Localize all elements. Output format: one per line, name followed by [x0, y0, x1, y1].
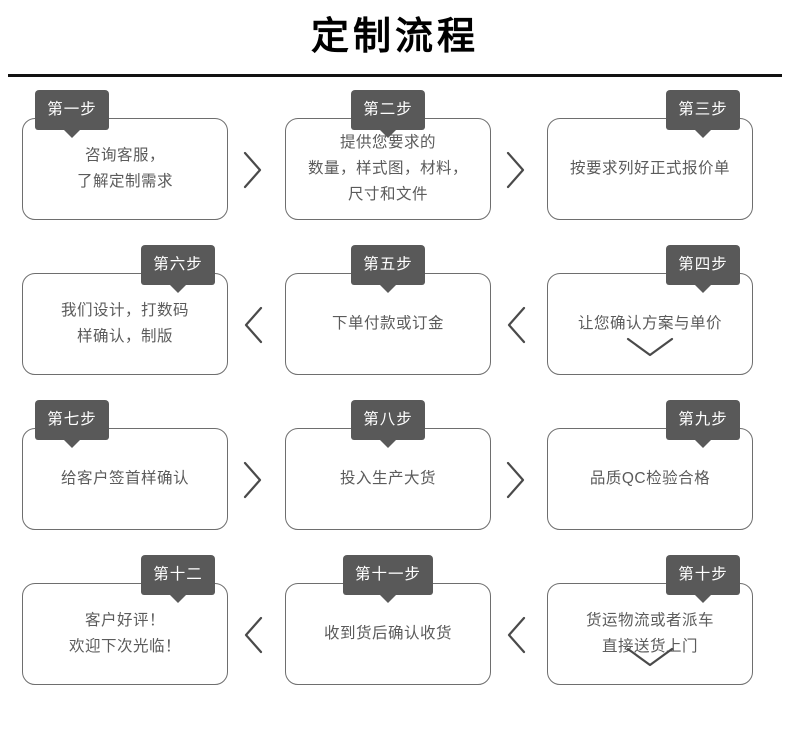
flow-step-card-6[interactable]: 我们设计，打数码 样确认，制版 第六步 — [22, 245, 228, 375]
flow-step-card-8[interactable]: 投入生产大货 第八步 — [285, 400, 491, 530]
chevron-left-icon — [240, 303, 266, 347]
step-card-body: 下单付款或订金 — [285, 273, 491, 375]
step-card-text: 投入生产大货 — [339, 470, 436, 487]
step-card-body: 让您确认方案与单价 — [547, 273, 753, 375]
step-card-body: 提供您要求的 数量，样式图，材料， 尺寸和文件 — [285, 118, 491, 220]
step-card-text: 按要求列好正式报价单 — [569, 160, 730, 177]
step-badge: 第六步 — [141, 245, 215, 285]
step-card-text: 下单付款或订金 — [331, 315, 444, 332]
step-badge: 第九步 — [666, 400, 740, 440]
flow-row-2: 我们设计，打数码 样确认，制版 第六步 下单付款或订金 第五步 让您确认方案与单… — [0, 245, 790, 385]
step-card-text: 客户好评！ 欢迎下次光临！ — [68, 612, 181, 655]
flow-row-1: 咨询客服， 了解定制需求 第一步 提供您要求的 数量，样式图，材料， 尺寸和文件… — [0, 90, 790, 230]
chevron-left-icon — [240, 613, 266, 657]
chevron-left-icon — [503, 613, 529, 657]
chevron-left-icon — [503, 303, 529, 347]
step-card-text: 我们设计，打数码 样确认，制版 — [60, 302, 189, 345]
process-flow-diagram: 咨询客服， 了解定制需求 第一步 提供您要求的 数量，样式图，材料， 尺寸和文件… — [0, 77, 790, 685]
chevron-down-icon — [623, 644, 677, 670]
chevron-right-icon — [503, 148, 529, 192]
step-card-text: 咨询客服， 了解定制需求 — [76, 147, 173, 190]
step-badge: 第八步 — [351, 400, 425, 440]
page-title: 定制流程 — [310, 16, 479, 58]
step-badge: 第七步 — [35, 400, 109, 440]
flow-step-card-10[interactable]: 货运物流或者派车 直接送货上门 第十步 — [547, 555, 753, 685]
flow-step-card-12[interactable]: 客户好评！ 欢迎下次光临！ 第十二步 — [22, 555, 228, 685]
flow-step-card-5[interactable]: 下单付款或订金 第五步 — [285, 245, 491, 375]
step-card-body: 货运物流或者派车 直接送货上门 — [547, 583, 753, 685]
flow-step-card-11[interactable]: 收到货后确认收货 第十一步 — [285, 555, 491, 685]
step-card-text: 收到货后确认收货 — [323, 625, 452, 642]
step-card-body: 按要求列好正式报价单 — [547, 118, 753, 220]
title-divider — [8, 74, 782, 77]
step-card-text: 品质QC检验合格 — [589, 470, 711, 487]
step-card-body: 我们设计，打数码 样确认，制版 — [22, 273, 228, 375]
step-badge: 第十二步 — [141, 555, 215, 623]
flow-step-card-9[interactable]: 品质QC检验合格 第九步 — [547, 400, 753, 530]
step-badge: 第十步 — [666, 555, 740, 595]
step-card-body: 品质QC检验合格 — [547, 428, 753, 530]
flow-step-card-3[interactable]: 按要求列好正式报价单 第三步 — [547, 90, 753, 220]
step-card-text: 给客户签首样确认 — [60, 470, 189, 487]
step-badge: 第三步 — [666, 90, 740, 130]
step-badge: 第四步 — [666, 245, 740, 285]
step-card-text: 提供您要求的 数量，样式图，材料， 尺寸和文件 — [307, 134, 468, 203]
page-header: 定制流程 — [0, 0, 790, 77]
flow-row-4: 客户好评！ 欢迎下次光临！ 第十二步 收到货后确认收货 第十一步 货运物流或者派… — [0, 555, 790, 695]
chevron-right-icon — [240, 458, 266, 502]
step-card-body: 客户好评！ 欢迎下次光临！ — [22, 583, 228, 685]
flow-step-card-1[interactable]: 咨询客服， 了解定制需求 第一步 — [22, 90, 228, 220]
step-badge: 第十一步 — [342, 555, 434, 595]
chevron-down-icon — [623, 334, 677, 360]
step-card-text: 货运物流或者派车 直接送货上门 — [585, 612, 714, 655]
step-badge: 第一步 — [35, 90, 109, 130]
chevron-right-icon — [503, 458, 529, 502]
chevron-right-icon — [240, 148, 266, 192]
flow-step-card-7[interactable]: 给客户签首样确认 第七步 — [22, 400, 228, 530]
step-card-body: 给客户签首样确认 — [22, 428, 228, 530]
flow-row-3: 给客户签首样确认 第七步 投入生产大货 第八步 品质QC检验合格 第九步 — [0, 400, 790, 540]
step-badge: 第五步 — [351, 245, 425, 285]
flow-step-card-2[interactable]: 提供您要求的 数量，样式图，材料， 尺寸和文件 第二步 — [285, 90, 491, 220]
step-card-body: 咨询客服， 了解定制需求 — [22, 118, 228, 220]
step-card-text: 让您确认方案与单价 — [577, 315, 722, 332]
step-badge: 第二步 — [351, 90, 425, 130]
flow-step-card-4[interactable]: 让您确认方案与单价 第四步 — [547, 245, 753, 375]
